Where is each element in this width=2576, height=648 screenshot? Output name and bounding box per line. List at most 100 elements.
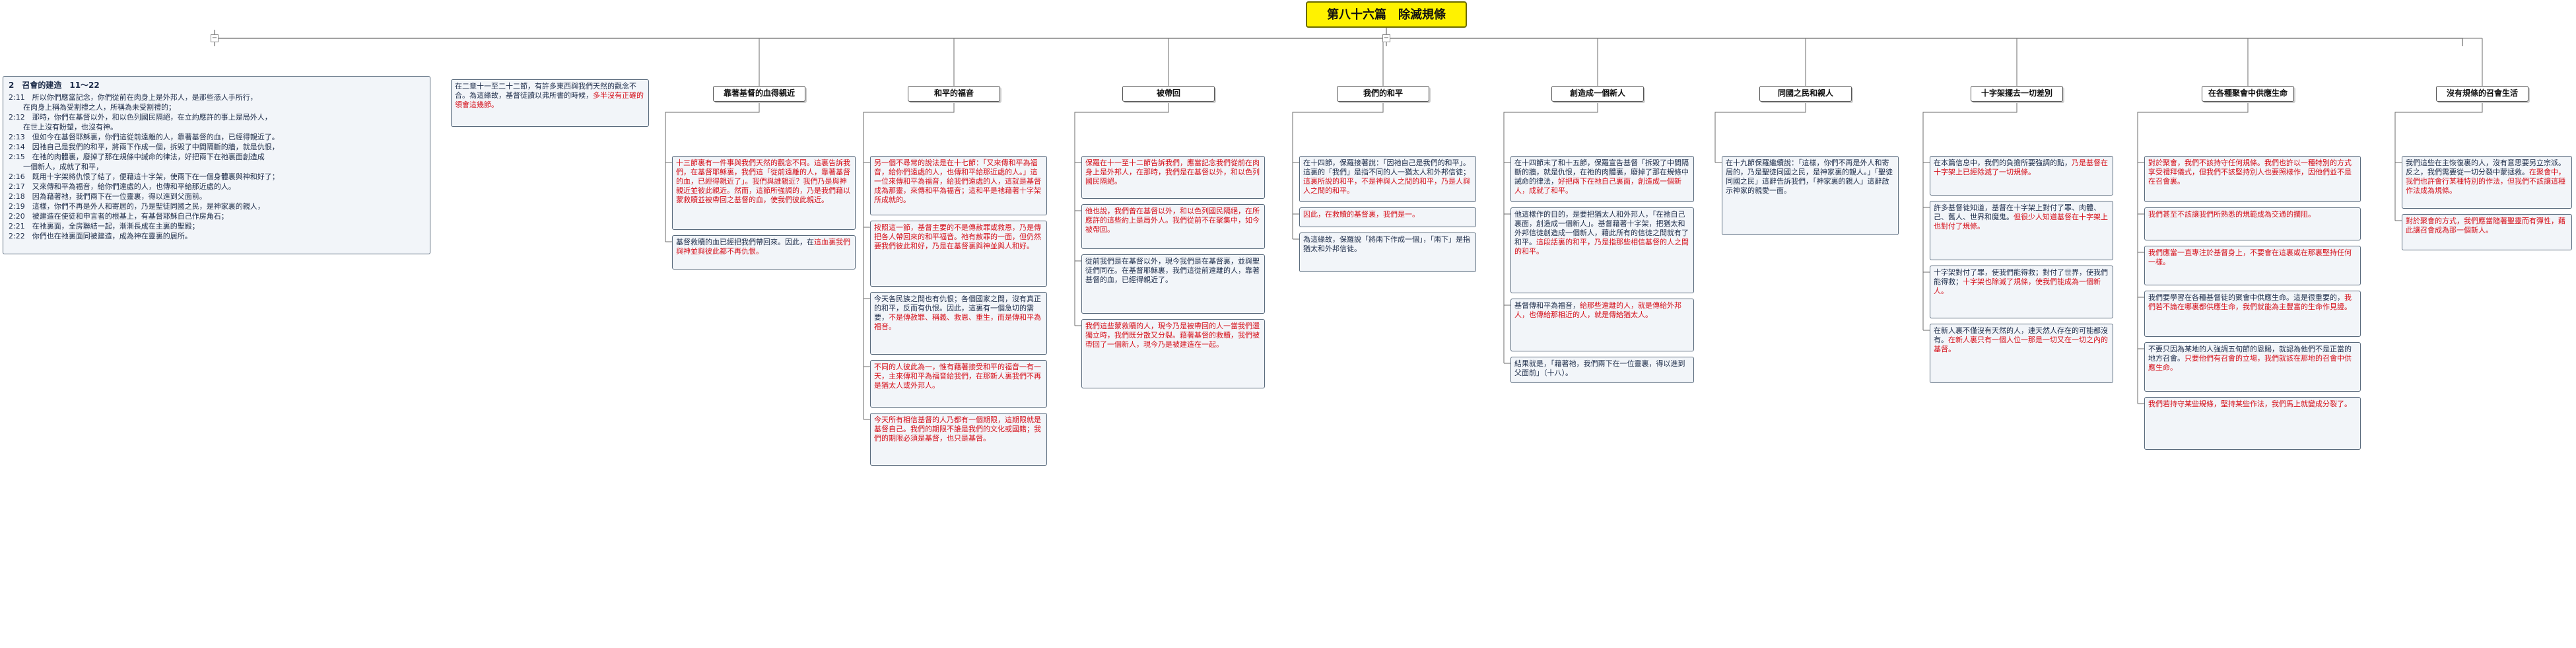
topic-header[interactable]: 和平的福音 — [908, 86, 1000, 102]
note-highlight: 另一個不尋常的說法是在十七節：「又來傳和平為福音，給你們遠處的人，也傳和平給那近… — [874, 159, 1041, 204]
branch-line — [1074, 102, 1169, 326]
note-highlight: 但很少人知道基督在十字架上也對付了規條。 — [1934, 213, 2108, 231]
scripture-line: 2:14 因祂自己是我們的和平，將兩下作成一個，拆毀了中間隔斷的牆，就是仇恨， — [9, 143, 279, 151]
scripture-line: 一個新人，成就了和平， — [9, 162, 103, 171]
scripture-line: 2:22 你們也在祂裏面同被建造，成為神在靈裏的居所。 — [9, 232, 192, 240]
topic-note: 不同的人彼此為一，惟有藉著接受和平的福音一有一天，主來傳和平為福音給我們，在那新… — [870, 360, 1047, 408]
note-text: 今天各民族之間也有仇恨；各個國家之間，沒有真正的和平，反而有仇恨。因此，這裏有一… — [874, 295, 1041, 322]
intro-text: 在二章十一至二十二節，有許多東西與我們天然的觀念不合。為這緣故，基督徒讀以弗所書… — [455, 82, 636, 100]
note-highlight: 不是傳赦罪、稱義、救恩、重生，而是傳和平為福音。 — [874, 313, 1041, 331]
note-highlight: 在聚會中，我們也許會行某種特別的作法，但我們不該讓這種作法成為規條。 — [2406, 168, 2565, 195]
note-text: 不要只因為某地的人強調五旬節的恩賜，就認為他們不是正當的地方召會。 — [2148, 345, 2352, 363]
topic-note: 基督救贖的血已經把我們帶回來。因此，在這血裏我們與神並與彼此都不再仇恨。 — [672, 235, 856, 270]
note-highlight: 給那些遠離的人，就是傳給外邦人，也傳給那相近的人，就是傳給猶太人。 — [1514, 301, 1681, 319]
topic-note: 他也說，我們曾在基督以外，和以色列國民隔絕，在所應許的這些約上是局外人。我們從前… — [1081, 204, 1265, 249]
topic-note: 我們應當一直專注於基督身上，不要會在這裏或在那裏堅持任何一樣。 — [2144, 246, 2361, 285]
topic-note: 十三節裏有一件事與我們天然的觀念不同。這裏告訴我們，在基督耶穌裏，我們這「從前遠… — [672, 156, 856, 230]
note-highlight: 對於聚會的方式，我們應當隨著聖靈而有彈性，藉此讓召會成為那一個新人。 — [2406, 217, 2565, 234]
note-text: 基督救贖的血已經把我們帶回來。因此，在 — [676, 238, 814, 246]
note-highlight: 好把兩下在祂自己裏面，創造成一個新人，成就了和平。 — [1514, 177, 1681, 195]
scripture-line: 在世上沒有盼望，也沒有神。 — [9, 123, 118, 131]
topic-header[interactable]: 創造成一個新人 — [1551, 86, 1644, 102]
topic-note: 不要只因為某地的人強調五旬節的恩賜，就認為他們不是正當的地方召會。只要他們有召會… — [2144, 342, 2361, 392]
note-highlight: 我們這些蒙救贖的人，現今乃是被帶回的人一當我們還獨立時，我們既分散又分裂。藉著基… — [1085, 322, 1260, 349]
note-highlight: 只要他們有召會的立場，我們就該在那地的召會中供應生命。 — [2148, 354, 2352, 372]
scripture-title: 2 召會的建造 11～22 — [9, 81, 100, 90]
topic-note: 按照這一節，基督主要的不是傳赦罪或救恩，乃是傳把各人帶回來的和平福音。祂有赦罪的… — [870, 221, 1047, 287]
branch-line — [2137, 102, 2249, 404]
topic-note: 結果就是，「藉著祂，我們兩下在一位靈裏，得以進到父面前」（十八）。 — [1510, 357, 1694, 383]
topic-note: 為這緣故，保羅說「將兩下作成一個」，「兩下」是指猶太和外邦信徒。 — [1299, 233, 1476, 272]
note-text: 他這樣作的目的，是要把猶太人和外邦人，「在祂自己裏面，創造成一個新人」。基督藉著… — [1514, 210, 1689, 246]
topic-note: 我們甚至不該讓我們所熟悉的規範成為交通的攔阻。 — [2144, 207, 2361, 240]
scripture-line: 2:18 因為藉著祂，我們兩下在一位靈裏，得以進到父面前。 — [9, 192, 207, 201]
note-highlight: 我們若不論在哪裏都供應生命，我們就能為主豐富的生命作見證。 — [2148, 293, 2352, 311]
branch-line — [1292, 102, 1384, 239]
collapse-icon[interactable]: − — [1382, 34, 1390, 42]
note-highlight: 因此，在救贖的基督裏，我們是一。 — [1303, 210, 1419, 219]
topic-note: 我們這些在主恢復裏的人，沒有意思要另立宗派。反之，我們需要從一切分裂中蒙拯救。在… — [2402, 156, 2572, 209]
topic-note: 今天各民族之間也有仇恨；各個國家之間，沒有真正的和平，反而有仇恨。因此，這裏有一… — [870, 292, 1047, 355]
note-text: 十字架對付了罪，使我們能得救；對付了世界，使我們能得救； — [1934, 268, 2108, 286]
note-highlight: 他也說，我們曾在基督以外，和以色列國民隔絕，在所應許的這些約上是局外人。我們從前… — [1085, 207, 1260, 234]
topic-note: 十字架對付了罪，使我們能得救；對付了世界，使我們能得救；十字架也除滅了規條，使我… — [1930, 266, 2113, 318]
topic-note: 在新人裏不僅沒有天然的人，連天然人存在的可能都沒有。在新人裏只有一個人位一那是一… — [1930, 324, 2113, 383]
topic-note: 我們這些蒙救贖的人，現今乃是被帶回的人一當我們還獨立時，我們既分散又分裂。藉著基… — [1081, 319, 1265, 388]
note-text: 在十四節末了和十五節，保羅宣告基督「拆毀了中間隔斷的牆，就是仇恨，在祂的肉體裏，… — [1514, 159, 1689, 186]
note-text: 在十四節，保羅接著說：「因祂自己是我們的和平」。這裏的「我們」是指不同的人一猶太… — [1303, 159, 1470, 176]
note-highlight: 在新人裏只有一個人位一那是一切又在一切之內的基督。 — [1934, 336, 2108, 353]
topic-note: 在本篇信息中，我們的負擔所要強調的點，乃是基督在十字架上已經除滅了一切規條。 — [1930, 156, 2113, 196]
scripture-line: 2:21 在祂裏面，全房聯結一起，漸漸長成在主裏的聖殿； — [9, 222, 199, 231]
topic-note: 基督傳和平為福音，給那些遠離的人，就是傳給外邦人，也傳給那相近的人，就是傳給猶太… — [1510, 299, 1694, 351]
topic-header[interactable]: 同國之民和親人 — [1759, 86, 1852, 102]
note-highlight: 保羅在十一至十二節告訴我們，應當記念我們從前在肉身上是外邦人，在那時，我們是在基… — [1085, 159, 1260, 186]
topic-header[interactable]: 靠著基督的血得親近 — [713, 86, 805, 102]
intro-highlight: 多半沒有正確的領會這幾節。 — [455, 91, 644, 109]
topic-note: 另一個不尋常的說法是在十七節：「又來傳和平為福音，給你們遠處的人，也傳和平給那近… — [870, 156, 1047, 215]
note-highlight: 十字架也除滅了規條，使我們能成為一個新人。 — [1934, 277, 2101, 295]
topic-note: 保羅在十一至十二節告訴我們，應當記念我們從前在肉身上是外邦人，在那時，我們是在基… — [1081, 156, 1265, 199]
branch-line — [1714, 102, 1806, 162]
note-text: 我們要學習在各種基督徒的聚會中供應生命。這是很重要的， — [2148, 293, 2344, 302]
topic-header[interactable]: 十字架擺去一切差別 — [1971, 86, 2063, 102]
note-highlight: 十三節裏有一件事與我們天然的觀念不同。這裏告訴我們，在基督耶穌裏，我們這「從前遠… — [676, 159, 850, 204]
note-highlight: 乃是基督在十字架上已經除滅了一切規條。 — [1934, 159, 2108, 176]
note-highlight: 不同的人彼此為一，惟有藉著接受和平的福音一有一天，主來傳和平為福音給我們，在那新… — [874, 363, 1041, 390]
note-highlight: 這裏所說的和平，不是神與人之間的和平，乃是人與人之間的和平。 — [1303, 177, 1470, 195]
branch-line — [863, 102, 955, 419]
topic-note: 在十四節末了和十五節，保羅宣告基督「拆毀了中間隔斷的牆，就是仇恨，在祂的肉體裏，… — [1510, 156, 1694, 202]
intro-box: 在二章十一至二十二節，有許多東西與我們天然的觀念不合。為這緣故，基督徒讀以弗所書… — [451, 79, 649, 127]
topic-header[interactable]: 我們的和平 — [1337, 86, 1429, 102]
note-text: 為這緣故，保羅說「將兩下作成一個」，「兩下」是指猶太和外邦信徒。 — [1303, 235, 1470, 253]
note-text: 我們這些在主恢復裏的人，沒有意思要另立宗派。反之，我們需要從一切分裂中蒙拯救。 — [2406, 159, 2565, 176]
root-title: 第八十六篇 除滅規條 — [1306, 1, 1467, 28]
scripture-line: 2:12 那時，你們在基督以外，和以色列國民隔絕，在立約應許的事上是局外人， — [9, 113, 272, 122]
topic-header[interactable]: 沒有規條的召會生活 — [2436, 86, 2528, 102]
scripture-line: 2:16 既用十字架將仇恨了結了，便藉這十字架，使兩下在一個身體裏與神和好了； — [9, 172, 279, 181]
scripture-panel: 2 召會的建造 11～22 2:11 所以你們應當記念，你們從前在肉身上是外邦人… — [3, 76, 430, 254]
topic-header[interactable]: 被帶回 — [1122, 86, 1215, 102]
topic-note: 對於聚會，我們不該持守任何規條。我們也許以一種特別的方式享受禮拜儀式，但我們不該… — [2144, 156, 2361, 202]
note-highlight: 今天所有相信基督的人乃都有一個期限，這期限就是基督自己。我們的期限不誰是我們的文… — [874, 415, 1041, 443]
note-text: 在新人裏不僅沒有天然的人，連天然人存在的可能都沒有。 — [1934, 326, 2108, 344]
note-highlight: 我們若持守某些規條，堅持某些作法，我們馬上就變成分裂了。 — [2148, 400, 2352, 408]
note-text: 在本篇信息中，我們的負擔所要強調的點， — [1934, 159, 2072, 167]
topic-header[interactable]: 在各種聚會中供應生命 — [2202, 86, 2294, 102]
topic-note: 我們要學習在各種基督徒的聚會中供應生命。這是很重要的，我們若不論在哪裏都供應生命… — [2144, 291, 2361, 337]
branch-line — [1922, 102, 2017, 330]
note-highlight: 這血裏我們與神並與彼此都不再仇恨。 — [676, 238, 850, 256]
note-text: 結果就是，「藉著祂，我們兩下在一位靈裏，得以進到父面前」（十八）。 — [1514, 359, 1685, 377]
note-highlight: 我們甚至不該讓我們所熟悉的規範成為交通的攔阻。 — [2148, 210, 2315, 219]
branch-line — [665, 102, 760, 242]
root-title-text: 第八十六篇 除滅規條 — [1327, 8, 1446, 22]
scripture-line: 2:19 這樣，你們不再是外人和寄居的，乃是聖徒同國之民，是神家裏的親人， — [9, 202, 265, 211]
topic-note: 從前我們是在基督以外，現今我們是在基督裏，並與聖徒們同在。在基督耶穌裏，我們這從… — [1081, 254, 1265, 314]
branch-line — [2394, 102, 2483, 221]
topic-note: 我們若持守某些規條，堅持某些作法，我們馬上就變成分裂了。 — [2144, 397, 2361, 450]
topic-note: 許多基督徒知道，基督在十字架上對付了罪、肉體、己、舊人、世界和魔鬼。但很少人知道… — [1930, 201, 2113, 260]
note-highlight: 我們應當一直專注於基督身上，不要會在這裏或在那裏堅持任何一樣。 — [2148, 248, 2352, 266]
topic-note: 對於聚會的方式，我們應當隨著聖靈而有彈性，藉此讓召會成為那一個新人。 — [2402, 214, 2572, 250]
collapse-icon[interactable]: − — [211, 34, 219, 42]
note-highlight: 這段話裏的和平，乃是指那些相信基督的人之間的和平。 — [1514, 238, 1689, 256]
